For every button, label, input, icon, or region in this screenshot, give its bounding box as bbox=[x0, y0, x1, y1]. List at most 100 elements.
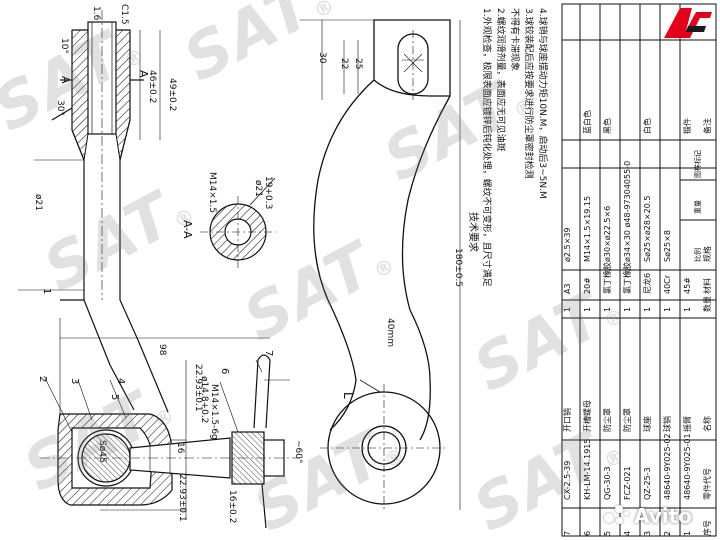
pitman-arm-view bbox=[300, 19, 461, 512]
svg-text:球座: 球座 bbox=[642, 416, 652, 432]
svg-text:序号: 序号 bbox=[702, 520, 712, 536]
balloon-5: 5 bbox=[109, 394, 120, 400]
dim-98: 98 bbox=[157, 344, 167, 356]
bom-text: 7 CX-2.5-39 开口销 1 A3 ø2.5×39 6 KH-LM-14.… bbox=[562, 110, 712, 536]
svg-text:名称: 名称 bbox=[702, 416, 712, 432]
tech-requirements: 技术要求 1.外观检查，极限表面应镀锌后钝化处理，螺纹不可变形，且尺寸满足 2.… bbox=[467, 8, 549, 287]
svg-text:45#: 45# bbox=[683, 277, 692, 294]
dim-10deg: 10° bbox=[59, 38, 69, 54]
balloon-7: 7 bbox=[263, 350, 274, 356]
svg-text:摇臂: 摇臂 bbox=[682, 416, 692, 432]
svg-text:ø2.5×39: ø2.5×39 bbox=[563, 228, 572, 263]
svg-text:规格: 规格 bbox=[702, 246, 712, 262]
avito-dots-icon bbox=[604, 505, 630, 527]
section-a-a bbox=[200, 177, 276, 268]
svg-text:比例: 比例 bbox=[693, 248, 702, 262]
svg-text:图样标记: 图样标记 bbox=[693, 150, 702, 178]
dim-phi21-shaft: ø21 bbox=[33, 194, 43, 211]
dim-22-93-top: 22.93±0.1 bbox=[193, 364, 203, 412]
svg-text:备注: 备注 bbox=[702, 118, 712, 134]
svg-text:QG-30-3: QG-30-3 bbox=[603, 466, 612, 500]
section-label-a-a: A-A bbox=[181, 220, 194, 239]
svg-text:防尘罩: 防尘罩 bbox=[622, 408, 632, 432]
tech-line-4: 3.球铰装配后应按要求进行防尘罩密封检测 bbox=[523, 8, 535, 179]
tech-line-1: 1.外观检查，极限表面应镀锌后钝化处理，螺纹不可变形，且尺寸满足 bbox=[481, 8, 493, 287]
balloon-6: 6 bbox=[219, 368, 230, 374]
bom-side-labels: 图样标记 重量 比例 bbox=[693, 150, 702, 262]
dim-30deg: 30° bbox=[55, 100, 65, 116]
bom-row: 2 48640-9Y025-02 球销 1 40Cr Sø25×8 bbox=[662, 230, 672, 536]
dim-49: 49±0.2 bbox=[167, 78, 177, 111]
svg-text:FCZ-021: FCZ-021 bbox=[623, 466, 632, 500]
avito-watermark: Avito bbox=[604, 504, 692, 528]
dim-sphi45: Sø45 bbox=[97, 440, 107, 463]
svg-text:M14×1.5×19.15: M14×1.5×19.15 bbox=[583, 196, 592, 262]
balloon-4: 4 bbox=[115, 378, 126, 384]
dim-30: 30 bbox=[317, 52, 327, 64]
svg-text:开槽螺母: 开槽螺母 bbox=[582, 400, 592, 432]
dim-phi21-section: ø21 bbox=[253, 180, 263, 197]
svg-text:1: 1 bbox=[663, 307, 672, 312]
svg-text:氯丁橡胶: 氯丁橡胶 bbox=[602, 262, 612, 294]
svg-text:48640-9Y025-02: 48640-9Y025-02 bbox=[663, 433, 672, 500]
dim-19: 19+0.3 bbox=[263, 176, 273, 209]
svg-text:1: 1 bbox=[643, 307, 652, 312]
svg-text:球销: 球销 bbox=[662, 416, 672, 432]
svg-text:6: 6 bbox=[583, 531, 592, 536]
svg-text:蓝白色: 蓝白色 bbox=[582, 110, 592, 134]
tech-line-5: 4.球销与球座摆动力矩10N.M，启动后3~5N.M bbox=[537, 8, 549, 199]
bom-row: 6 KH-LM-14.1915 开槽螺母 1 20# M14×1.5×19.15… bbox=[582, 110, 592, 536]
tech-title: 技术要求 bbox=[467, 212, 480, 252]
dim-16-02: 16±0.2 bbox=[227, 490, 237, 523]
svg-text:开口销: 开口销 bbox=[562, 408, 572, 432]
svg-text:7: 7 bbox=[563, 531, 572, 536]
svg-text:1: 1 bbox=[563, 307, 572, 312]
bom-header: 序号 零件代号 名称 数量 材料 规格 备注 bbox=[702, 118, 712, 536]
svg-text:黑色: 黑色 bbox=[602, 118, 612, 134]
svg-text:Sø25×8: Sø25×8 bbox=[663, 230, 672, 262]
svg-text:A3: A3 bbox=[563, 283, 572, 294]
dim-1-6: 1.6 bbox=[91, 6, 101, 21]
tech-line-3: 不得有卡滞现象 bbox=[509, 8, 521, 71]
svg-text:ø34×30 ø48-97304055-0: ø34×30 ø48-97304055-0 bbox=[623, 161, 632, 262]
dim-m14x15-6g: M14×1.5-6g bbox=[209, 384, 219, 440]
svg-text:20#: 20# bbox=[583, 277, 592, 294]
dim-16: 16 bbox=[175, 442, 185, 454]
dim-phi14: ø14.8+0.2 bbox=[199, 376, 209, 423]
bom-row: 7 CX-2.5-39 开口销 1 A3 ø2.5×39 bbox=[562, 228, 572, 537]
dim-c15: C1.5 bbox=[119, 4, 129, 25]
svg-text:氯丁橡胶: 氯丁橡胶 bbox=[622, 262, 632, 294]
balloon-2: 2 bbox=[37, 376, 48, 382]
section-marker-a-top: A bbox=[59, 76, 72, 84]
dim-22: 22 bbox=[339, 58, 349, 69]
svg-text:ø30×ø22.5×6: ø30×ø22.5×6 bbox=[603, 206, 612, 262]
bom-table bbox=[561, 3, 717, 537]
sat-logo-icon bbox=[664, 8, 712, 38]
svg-text:材料: 材料 bbox=[702, 278, 712, 294]
dim-40mm: 40mm bbox=[385, 318, 395, 347]
dim-46: 46±0.2 bbox=[147, 70, 157, 103]
dim-22-93-bottom: 22.93±0.1 bbox=[177, 474, 187, 522]
svg-text:40Cr: 40Cr bbox=[663, 274, 672, 294]
dim-180: 180±0.5 bbox=[453, 248, 463, 287]
dim-25: 25 bbox=[353, 58, 363, 69]
bom-row: 4 FCZ-021 防尘罩 1 氯丁橡胶 ø34×30 ø48-97304055… bbox=[622, 161, 632, 536]
svg-text:数量: 数量 bbox=[702, 296, 712, 312]
svg-text:零件代号: 零件代号 bbox=[702, 468, 712, 500]
svg-text:5: 5 bbox=[603, 531, 612, 536]
svg-text:3: 3 bbox=[643, 531, 652, 536]
tech-line-2: 2.螺纹润滑剂量，表面应无可见油斑 bbox=[495, 8, 507, 152]
svg-text:KH-LM-14.1915: KH-LM-14.1915 bbox=[583, 439, 592, 500]
ball-joint-view bbox=[40, 318, 300, 529]
dim-L: L bbox=[341, 392, 355, 399]
svg-text:锻件: 锻件 bbox=[682, 118, 692, 134]
svg-text:重量: 重量 bbox=[694, 200, 702, 214]
dim-m14x15-section: M14×1.5 bbox=[207, 172, 217, 213]
svg-text:1: 1 bbox=[623, 307, 632, 312]
svg-text:1: 1 bbox=[603, 307, 612, 312]
section-marker-a-right: A bbox=[137, 70, 150, 78]
bom-row: 3 QZ-25-3 球座 1 尼龙6 Sø25×ø28×20.5 白色 bbox=[642, 118, 652, 536]
bom-row: 5 QG-30-3 防尘罩 1 氯丁橡胶 ø30×ø22.5×6 黑色 bbox=[602, 118, 612, 536]
